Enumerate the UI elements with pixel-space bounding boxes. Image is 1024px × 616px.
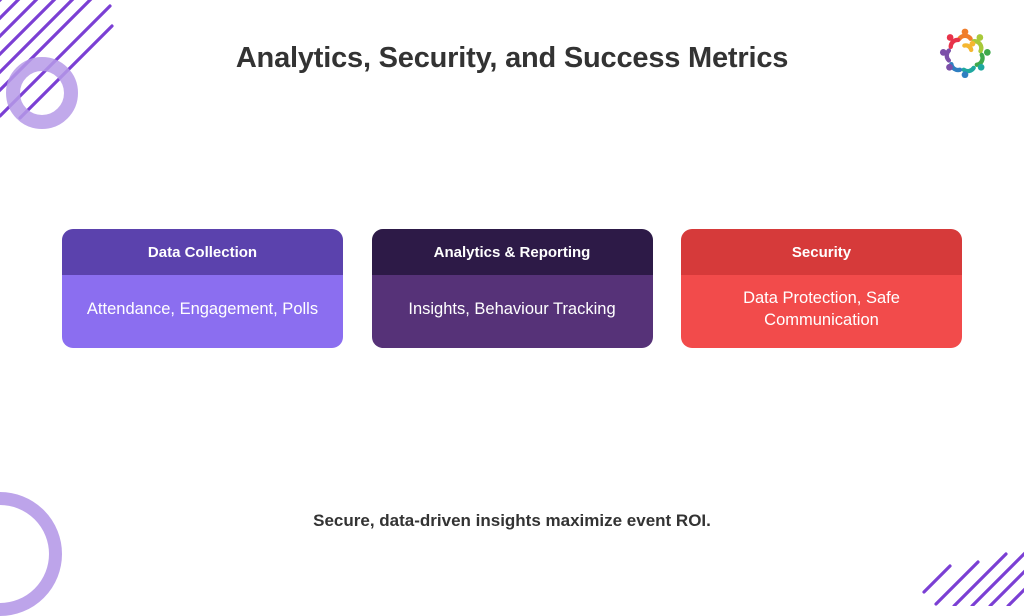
card-title-security: Security (681, 229, 962, 275)
card-analytics-reporting[interactable]: Analytics & Reporting Insights, Behaviou… (371, 229, 653, 348)
card-title-analytics-reporting: Analytics & Reporting (371, 229, 653, 275)
card-body-data-collection: Attendance, Engagement, Polls (62, 275, 343, 348)
card-body-security: Data Protection, Safe Communication (681, 275, 962, 348)
diagonal-stripes-bottom-right-icon (922, 551, 1024, 606)
card-security[interactable]: Security Data Protection, Safe Communica… (681, 229, 962, 348)
card-body-analytics-reporting: Insights, Behaviour Tracking (371, 275, 653, 348)
card-data-collection[interactable]: Data Collection Attendance, Engagement, … (62, 229, 343, 348)
footer-caption: Secure, data-driven insights maximize ev… (313, 511, 711, 530)
page-title: Analytics, Security, and Success Metrics (235, 42, 789, 74)
metrics-card-row: Data Collection Attendance, Engagement, … (62, 229, 962, 348)
card-title-data-collection: Data Collection (62, 229, 343, 275)
circle-of-people-logo-icon (939, 28, 991, 79)
